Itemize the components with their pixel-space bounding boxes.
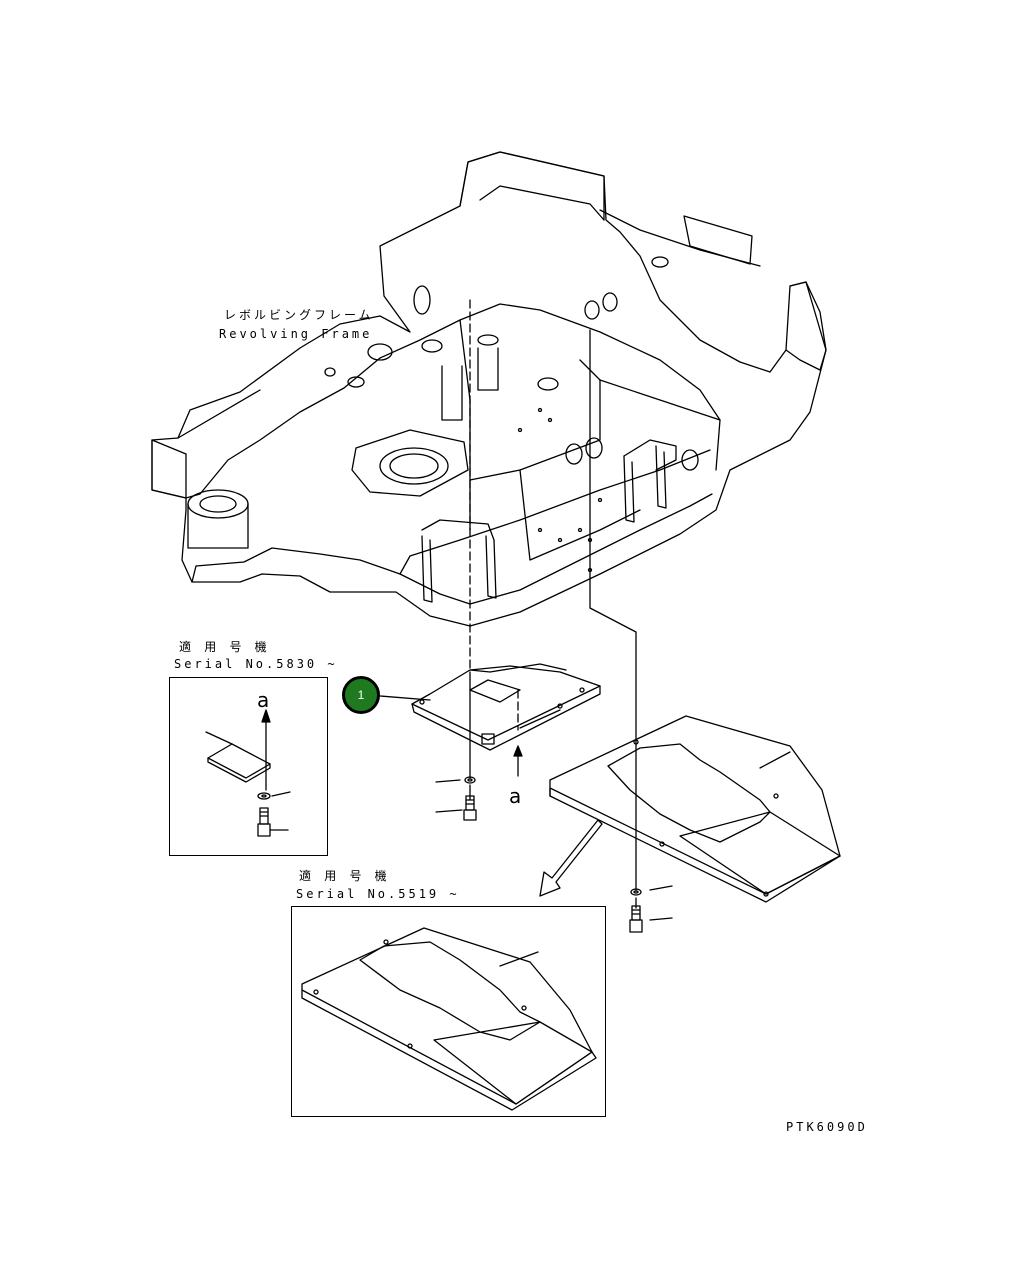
view-arrow-main [514,746,522,776]
frame-label-en: Revolving Frame [219,327,373,341]
inset-a-frame [169,677,328,856]
bolt-right [630,906,642,932]
frame-label-jp: レボルビングフレーム [224,308,374,322]
washer-main [465,777,475,783]
bolt-main [464,796,476,820]
inset-b-frame [291,906,606,1117]
revolving-frame [152,152,826,626]
main-cover-plate [412,664,600,750]
serial-label-b-jp: 適 用 号 機 [299,869,390,883]
washer-right [631,889,641,895]
assembly-guide-lines [470,300,518,730]
inset-a-drawing [206,710,290,836]
serial-label-a-en: Serial No.5830 ~ [174,657,338,671]
serial-label-a-jp: 適 用 号 機 [179,640,270,654]
view-label-a-main: a [509,784,522,808]
leader-lines [380,330,790,920]
undercover-right [550,716,840,902]
drawing-code: PTK6090D [786,1120,868,1134]
view-label-a-inset: a [257,688,270,712]
serial-label-b-en: Serial No.5519 ~ [296,887,460,901]
inset-b-drawing [302,928,596,1110]
reference-arrow [540,820,602,896]
part-callout-1[interactable]: 1 [342,676,380,714]
